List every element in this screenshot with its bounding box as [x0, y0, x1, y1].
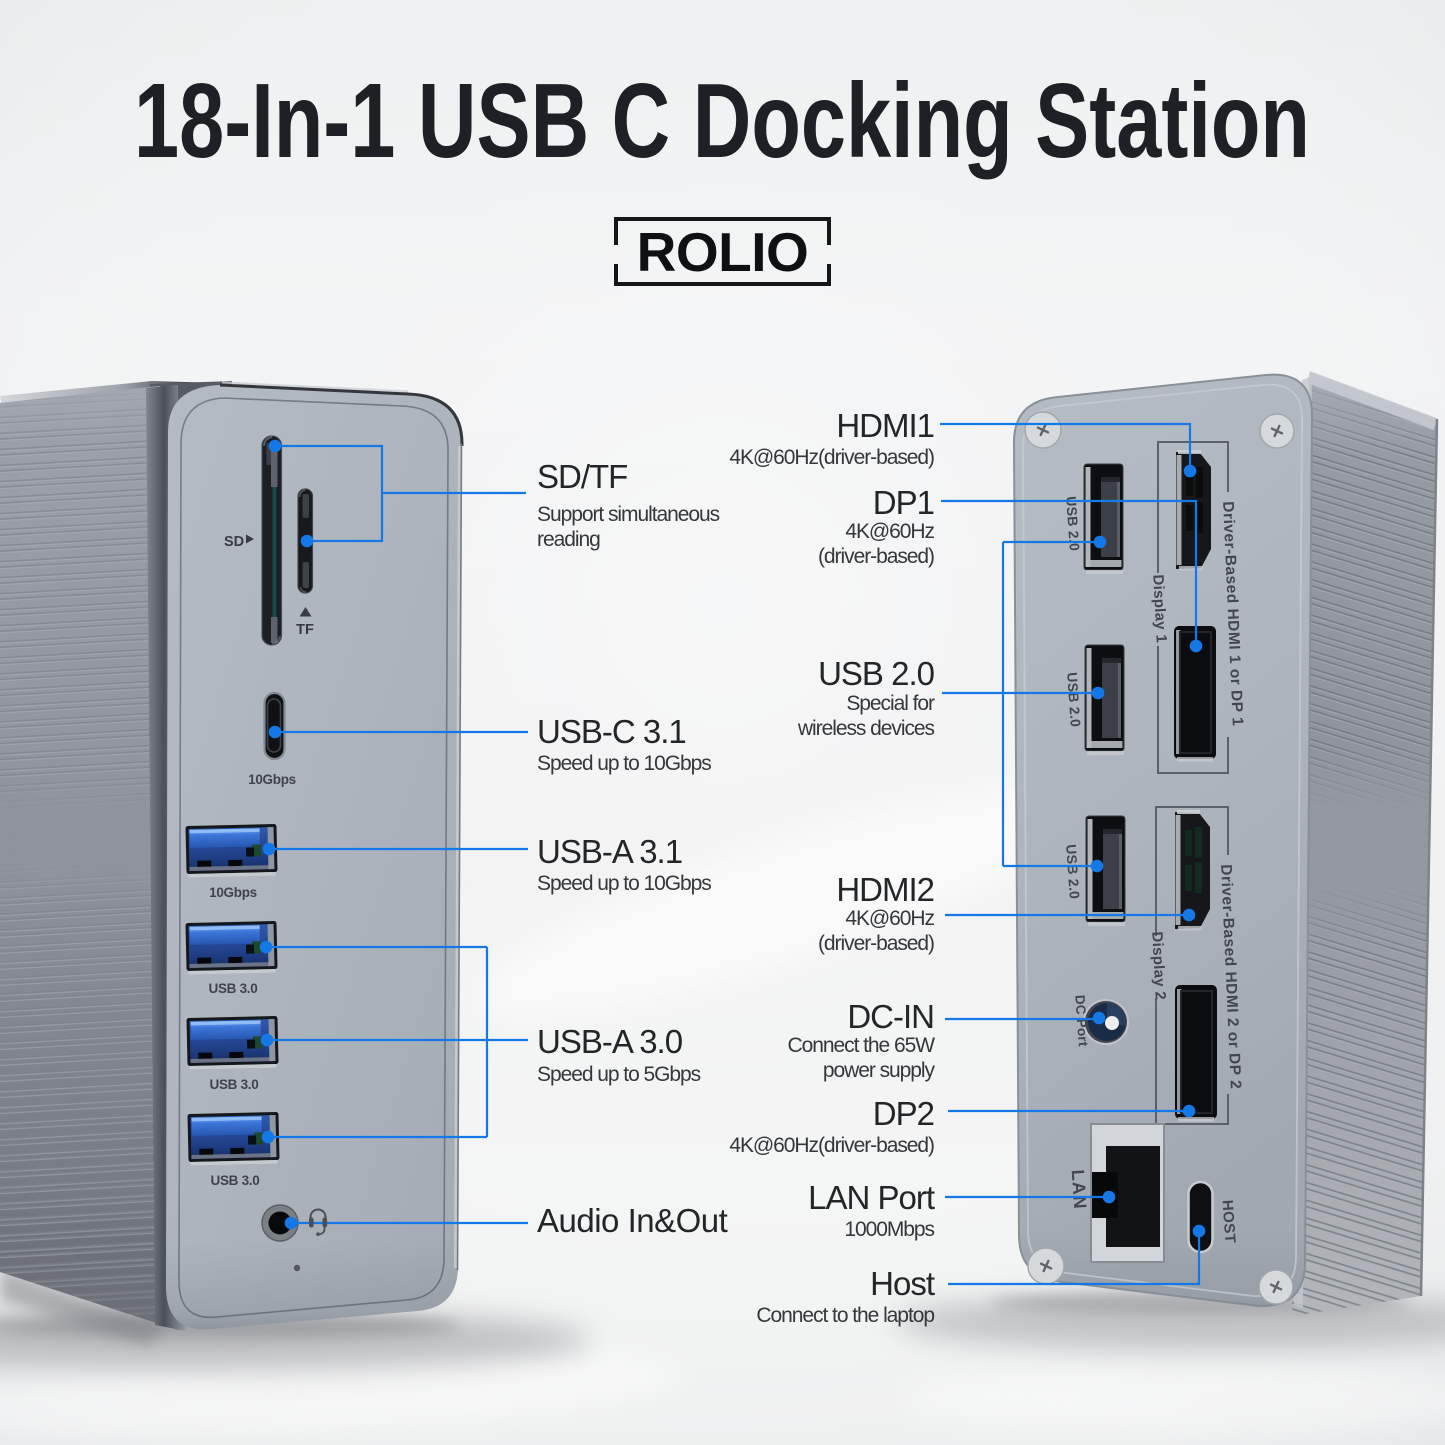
svg-text:10Gbps: 10Gbps	[248, 772, 296, 787]
svg-text:HOST: HOST	[1218, 1199, 1238, 1244]
svg-text:USB 3.0: USB 3.0	[209, 981, 258, 996]
svg-text:USB 2.0: USB 2.0	[1064, 672, 1084, 728]
svg-text:TF: TF	[296, 622, 314, 638]
svg-text:USB 2.0: USB 2.0	[1063, 496, 1083, 552]
svg-text:SD: SD	[224, 534, 244, 550]
svg-text:10Gbps: 10Gbps	[209, 885, 257, 900]
svg-text:Display 2: Display 2	[1148, 931, 1169, 1000]
svg-text:DC Port: DC Port	[1072, 994, 1091, 1047]
svg-text:USB 2.0: USB 2.0	[1063, 844, 1083, 900]
svg-text:Display 1: Display 1	[1149, 574, 1170, 643]
svg-text:USB 3.0: USB 3.0	[211, 1173, 260, 1188]
svg-text:USB 3.0: USB 3.0	[210, 1077, 259, 1092]
svg-text:LAN: LAN	[1068, 1169, 1091, 1210]
